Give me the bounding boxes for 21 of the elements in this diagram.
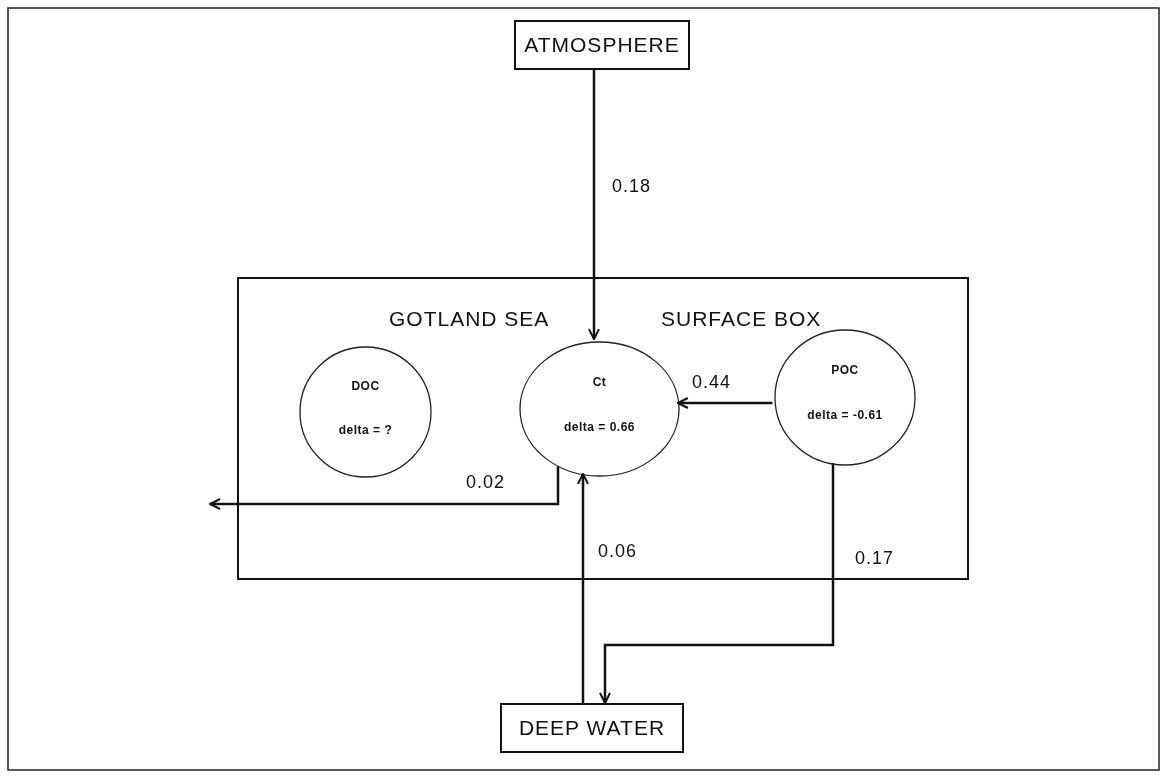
delta-value: delta = 0.66 <box>562 419 636 434</box>
surface-box <box>237 277 969 580</box>
pool-name: Ct <box>591 375 608 389</box>
flux-arrow <box>599 463 835 704</box>
box-title: SURFACE BOX <box>661 307 822 331</box>
delta-value: delta = -0.61 <box>806 408 884 423</box>
pool-name: POC <box>830 363 860 378</box>
box-title: GOTLAND SEA <box>389 307 550 331</box>
delta-value: delta = ? <box>337 422 394 437</box>
flux-arrow <box>209 466 560 510</box>
atmosphere-box <box>514 20 690 70</box>
pool-circle <box>519 341 680 477</box>
flux-arrow <box>588 70 600 341</box>
deep-water-box <box>500 703 684 753</box>
box-label: ATMOSPHERE <box>524 33 680 57</box>
flux-arrow <box>676 397 773 409</box>
pool-circle <box>774 329 916 466</box>
pool-circle <box>299 346 432 478</box>
box-label: DEEP WATER <box>518 716 666 740</box>
flux-arrow <box>577 472 589 703</box>
pool-name: DOC <box>350 379 381 393</box>
